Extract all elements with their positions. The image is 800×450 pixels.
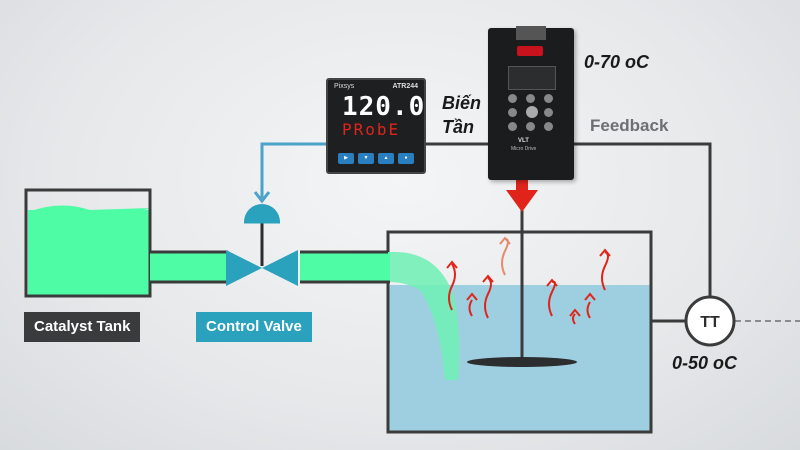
vfd-screen (508, 66, 556, 90)
controller-sv-display: PRobE (342, 120, 401, 139)
controller-pv-display: 120.0 (342, 92, 426, 122)
vfd-top-cover (516, 26, 546, 40)
controller-button-2[interactable]: ▼ (358, 153, 374, 164)
control-valve-label: Control Valve (196, 312, 312, 342)
vfd-keypad[interactable] (504, 92, 558, 132)
vfd-brand: VLT (518, 138, 529, 144)
valve-actuator (244, 204, 280, 222)
vfd-drive-arrow (506, 190, 538, 212)
feedback-label: Feedback (590, 116, 669, 135)
vfd-subtitle: Micro Drive (511, 146, 537, 152)
heat-arrows (446, 236, 611, 325)
vfd-logo (517, 46, 543, 56)
vfd-label-line1: Biến (442, 93, 482, 113)
catalyst-tank-liquid (28, 210, 150, 296)
pipe-left (150, 252, 228, 282)
catalyst-tank-label: Catalyst Tank (24, 312, 141, 342)
signal-line (260, 142, 326, 198)
pipe-right (300, 252, 390, 282)
agitator-blade (467, 357, 577, 367)
catalyst-tank (24, 188, 152, 298)
tt-label: TT (700, 314, 720, 331)
catalyst-tank-surface (28, 205, 150, 215)
controller-button-4[interactable]: ● (398, 153, 414, 164)
vfd-label-line2: Tần (442, 117, 475, 137)
catalyst-spray (390, 251, 460, 380)
feedback-line (574, 142, 712, 296)
vfd-range-label: 0-70 oC (584, 52, 650, 72)
controller-button-1[interactable]: ▶ (338, 153, 354, 164)
variable-frequency-drive: VLT Micro Drive (488, 26, 574, 180)
temperature-transmitter (684, 295, 736, 347)
controller-model: ATR244 (392, 83, 418, 90)
valve-body (226, 250, 298, 286)
tt-range-label: 0-50 oC (672, 353, 738, 373)
controller-button-3[interactable]: ▲ (378, 153, 394, 164)
temperature-controller: Pixsys ATR244 120.0 PRobE ▶ ▼ ▲ ● (326, 78, 426, 174)
controller-brand: Pixsys (334, 83, 355, 90)
reactor-tank (386, 230, 653, 434)
